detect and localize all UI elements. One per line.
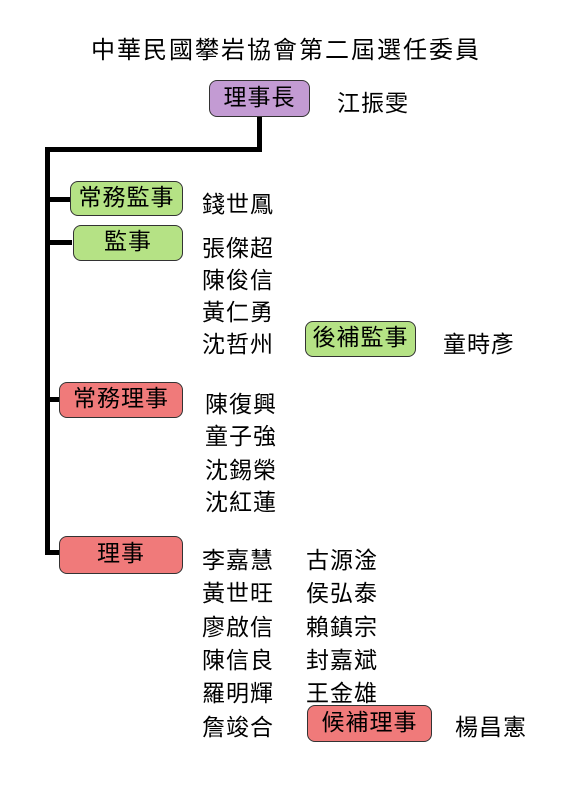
executive-director-name: 沈錫榮	[205, 458, 277, 484]
supervisor-name: 張傑超	[202, 236, 274, 262]
chairman-role-label: 理事長	[223, 85, 296, 111]
supervisor-name: 沈哲州	[202, 332, 274, 358]
directors-role-box: 理事	[59, 536, 183, 574]
connector-top-horizontal	[45, 147, 262, 152]
chairman-name: 江振雯	[337, 91, 409, 117]
alternate-supervisor-role-label: 後補監事	[312, 325, 409, 351]
executive-supervisor-name: 錢世鳳	[202, 192, 274, 218]
executive-directors-role-label: 常務理事	[73, 386, 169, 412]
director-name: 賴鎮宗	[306, 615, 378, 641]
executive-director-name: 童子強	[205, 424, 277, 450]
directors-role-label: 理事	[97, 541, 145, 567]
alternate-director-name: 楊昌憲	[455, 715, 527, 741]
chart-title: 中華民國攀岩協會第二屆選任委員	[91, 36, 481, 64]
connector-chairman-down	[257, 115, 262, 151]
director-name: 古源淦	[306, 548, 378, 574]
director-name: 廖啟信	[202, 615, 274, 641]
executive-director-name: 沈紅蓮	[205, 490, 277, 516]
supervisors-role-box: 監事	[73, 225, 183, 261]
supervisor-name: 黃仁勇	[202, 300, 274, 326]
director-name: 黃世旺	[202, 581, 274, 607]
connector-branch-supervisors	[45, 240, 72, 245]
connector-main-vertical	[45, 147, 50, 555]
connector-branch-executive-directors	[45, 397, 60, 402]
alternate-supervisor-name: 童時彥	[443, 332, 515, 358]
alternate-supervisor-role-box: 後補監事	[305, 321, 416, 357]
director-name: 詹竣合	[202, 715, 274, 741]
executive-directors-role-box: 常務理事	[59, 382, 183, 418]
executive-supervisor-role-label: 常務監事	[78, 185, 175, 211]
director-name: 封嘉斌	[306, 648, 378, 674]
director-name: 王金雄	[306, 681, 378, 707]
director-name: 侯弘泰	[306, 581, 378, 607]
supervisor-name: 陳俊信	[202, 268, 274, 294]
alternate-director-role-label: 候補理事	[321, 710, 418, 736]
executive-supervisor-role-box: 常務監事	[70, 181, 183, 216]
connector-branch-executive-supervisor	[45, 197, 72, 202]
supervisors-role-label: 監事	[104, 229, 152, 255]
executive-director-name: 陳復興	[205, 392, 277, 418]
connector-branch-directors	[45, 550, 60, 555]
director-name: 李嘉慧	[202, 548, 274, 574]
alternate-director-role-box: 候補理事	[307, 705, 432, 742]
director-name: 羅明輝	[202, 681, 274, 707]
director-name: 陳信良	[202, 648, 274, 674]
chairman-role-box: 理事長	[209, 80, 310, 117]
